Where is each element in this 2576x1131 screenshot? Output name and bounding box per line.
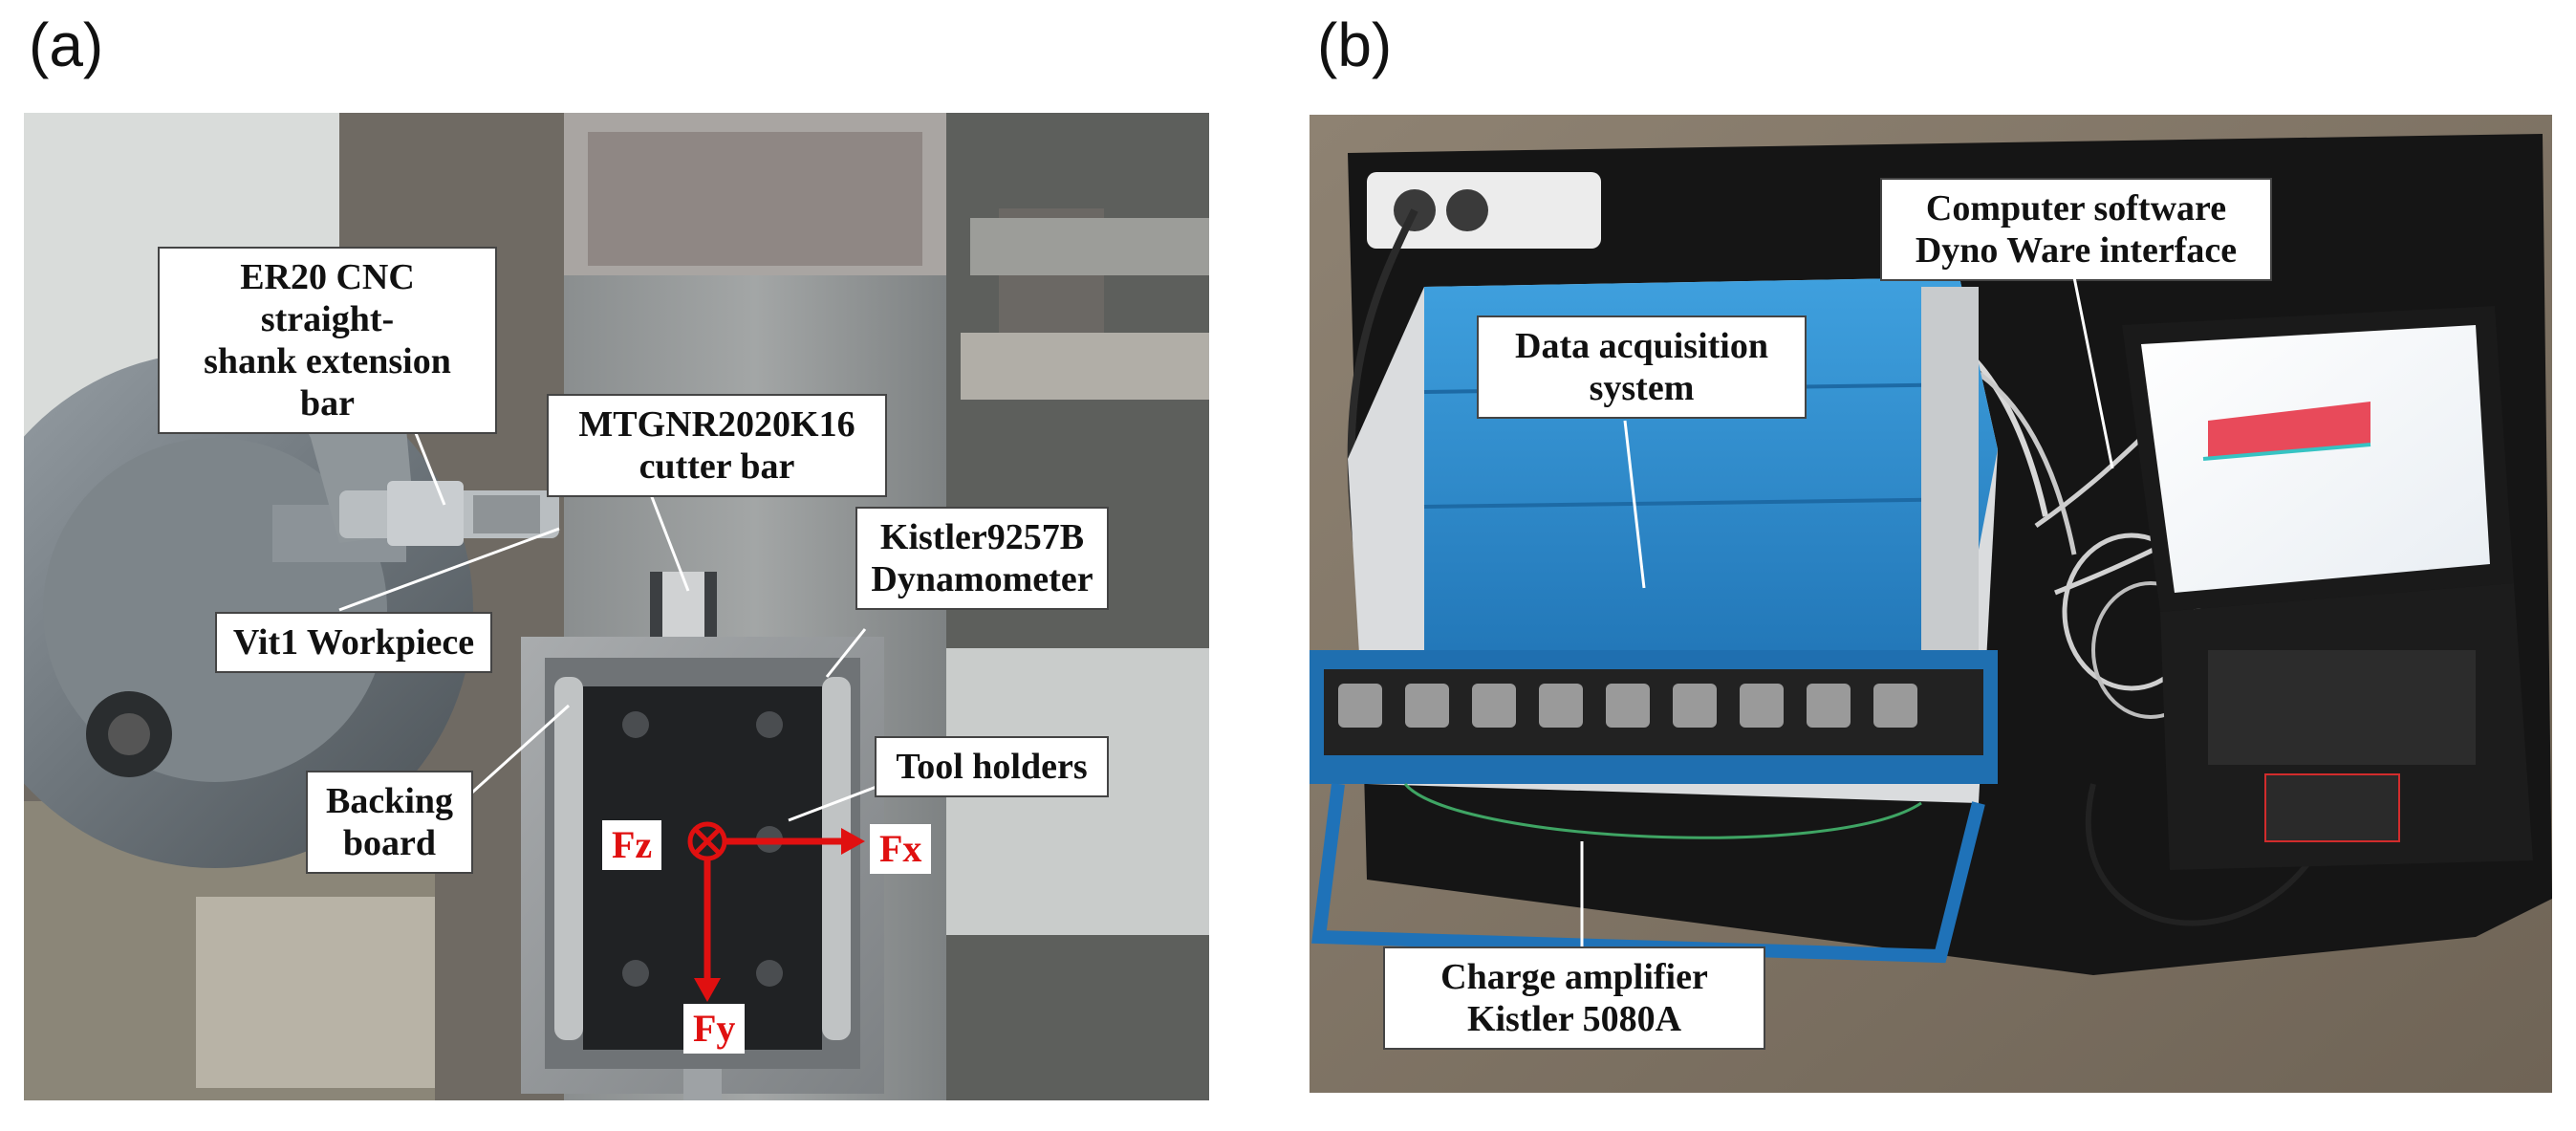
force-label-fx: Fx bbox=[870, 824, 932, 874]
label-cutter-bar: MTGNR2020K16 cutter bar bbox=[547, 394, 887, 497]
label-workpiece: Vit1 Workpiece bbox=[215, 612, 492, 673]
label-charge-amplifier: Charge amplifier Kistler 5080A bbox=[1383, 946, 1765, 1050]
label-extension-bar: ER20 CNC straight- shank extension bar bbox=[158, 247, 497, 434]
force-label-fz: Fz bbox=[602, 820, 662, 870]
label-computer-software: Computer software Dyno Ware interface bbox=[1880, 178, 2272, 281]
label-tool-holders: Tool holders bbox=[875, 736, 1109, 797]
panel-a-tag: (a) bbox=[29, 11, 104, 79]
panel-b-tag: (b) bbox=[1317, 11, 1393, 79]
label-backing-board: Backing board bbox=[306, 771, 473, 874]
label-data-acquisition: Data acquisition system bbox=[1477, 315, 1807, 419]
force-label-fy: Fy bbox=[683, 1004, 746, 1054]
label-dynamometer: Kistler9257B Dynamometer bbox=[855, 507, 1109, 610]
